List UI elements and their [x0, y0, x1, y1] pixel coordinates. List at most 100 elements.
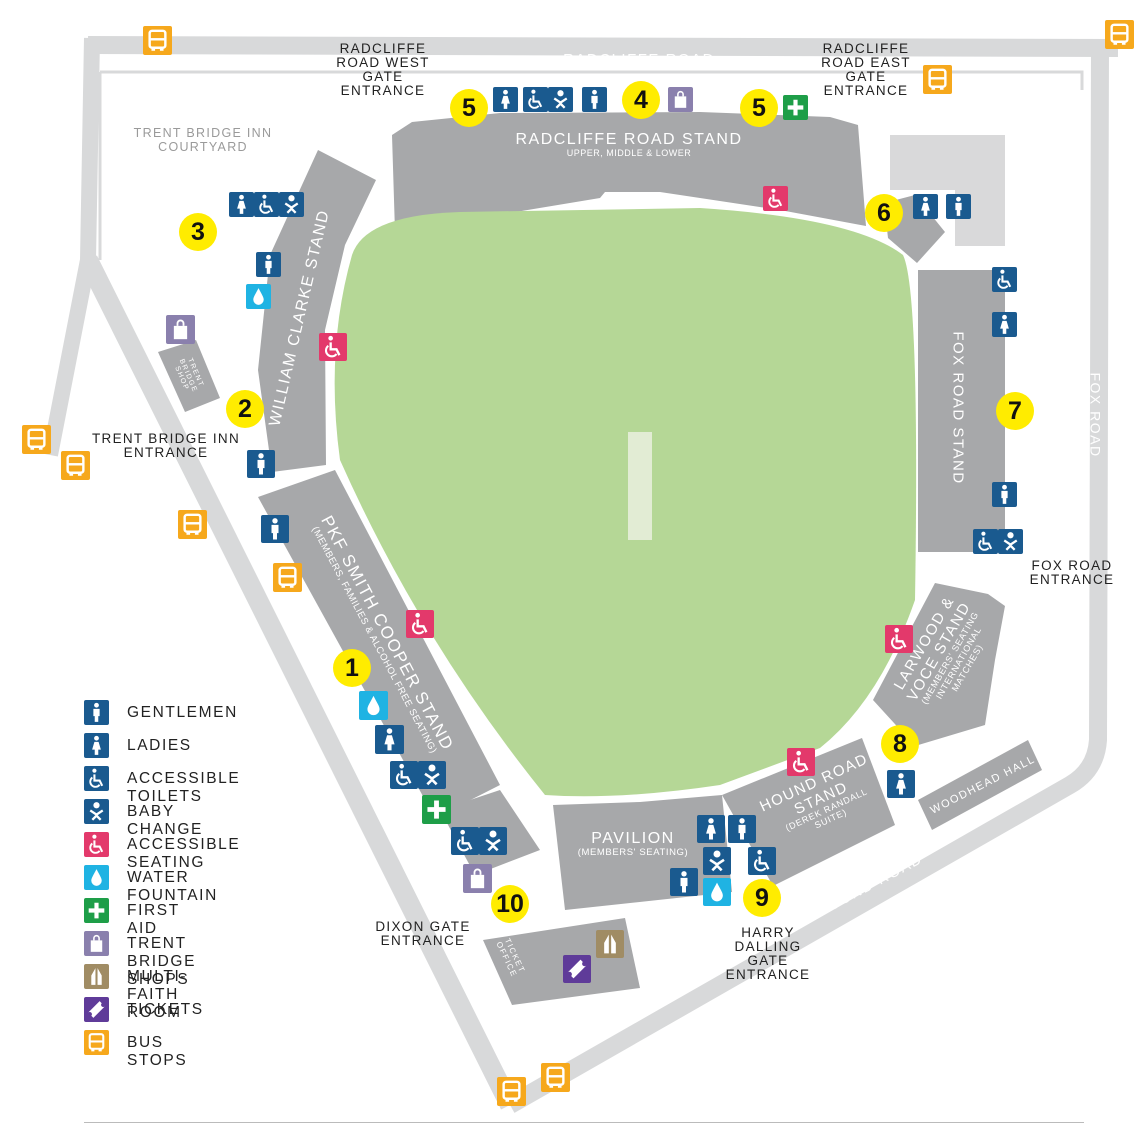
marker-5-west[interactable]: 5 — [450, 89, 488, 127]
man-icon — [84, 700, 109, 725]
fox-road — [505, 47, 1109, 1113]
bus-stop-icon[interactable] — [178, 510, 207, 539]
bus-stop-icon[interactable] — [923, 65, 952, 94]
ladies-icon[interactable] — [229, 192, 254, 217]
bus-stop-icon[interactable] — [22, 425, 51, 454]
gentlemen-icon[interactable] — [728, 815, 756, 843]
gentlemen-icon[interactable] — [261, 515, 289, 543]
legend-label: GENTLEMEN — [127, 704, 238, 721]
first-aid-icon[interactable] — [783, 95, 808, 120]
shop-icon[interactable] — [166, 315, 195, 344]
bus-stop-icon[interactable] — [273, 563, 302, 592]
marker-4[interactable]: 4 — [622, 81, 660, 119]
bridgford-road — [79, 255, 519, 1110]
radcliffe-road-label: RADCLIFFE ROAD — [563, 51, 715, 68]
accessible-seating-icon[interactable] — [319, 333, 347, 361]
trent-bridge-shop-shape — [158, 340, 220, 412]
accessible-seating-icon[interactable] — [787, 748, 815, 776]
william-clarke-stand-shape — [258, 150, 376, 472]
woodhead-hall-shape — [918, 740, 1042, 830]
pavilion-label: PAVILION(MEMBERS' SEATING) — [577, 830, 689, 858]
baby-change-icon[interactable] — [548, 87, 573, 112]
gentlemen-icon[interactable] — [992, 482, 1017, 507]
bus-stop-icon[interactable] — [497, 1077, 526, 1106]
gentlemen-icon[interactable] — [582, 87, 607, 112]
ladies-icon[interactable] — [913, 194, 938, 219]
accessible-toilets-icon[interactable] — [451, 827, 479, 855]
ladies-icon[interactable] — [375, 725, 404, 754]
accessible-toilets-icon[interactable] — [992, 267, 1017, 292]
water-fountain-icon[interactable] — [359, 691, 388, 720]
ladies-icon[interactable] — [697, 815, 725, 843]
bus-stop-icon[interactable] — [61, 451, 90, 480]
marker-7[interactable]: 7 — [996, 392, 1034, 430]
bus-stop-icon[interactable] — [541, 1063, 570, 1092]
bus-icon — [84, 1030, 109, 1055]
legend-label: ACCESSIBLE TOILETS — [127, 770, 241, 805]
accessible-seating-icon[interactable] — [763, 186, 788, 211]
tickets-icon[interactable] — [563, 955, 591, 983]
inn-path — [42, 37, 100, 457]
legend-label: LADIES — [127, 737, 192, 754]
legend-label: WATER FOUNTAIN — [127, 869, 218, 904]
seat-icon — [84, 832, 109, 857]
baby-change-icon[interactable] — [703, 847, 731, 875]
radcliffe-east-building — [890, 135, 1005, 246]
radcliffe-road-stand-shape — [392, 112, 866, 232]
legend-label: BUS STOPS — [127, 1034, 188, 1069]
accessible-toilets-icon[interactable] — [523, 87, 548, 112]
marker-3[interactable]: 3 — [179, 213, 217, 251]
water-icon — [84, 865, 109, 890]
marker-8[interactable]: 8 — [881, 725, 919, 763]
marker-5-east[interactable]: 5 — [740, 89, 778, 127]
accessible-seating-icon[interactable] — [406, 610, 434, 638]
legend-label: FIRST AID — [127, 902, 180, 937]
legend-label: TRENT BRIDGE SHOPS — [127, 935, 197, 988]
ladies-icon[interactable] — [992, 312, 1017, 337]
shop-icon — [84, 931, 109, 956]
marker-6[interactable]: 6 — [865, 194, 903, 232]
shop-icon[interactable] — [463, 864, 492, 893]
bus-stop-icon[interactable] — [143, 26, 172, 55]
baby-change-icon[interactable] — [279, 192, 304, 217]
marker-1[interactable]: 1 — [333, 649, 371, 687]
gentlemen-icon[interactable] — [670, 868, 698, 896]
legend-label: TICKETS — [127, 1001, 204, 1018]
bus-stop-icon[interactable] — [1105, 20, 1134, 49]
baby-change-icon[interactable] — [479, 827, 507, 855]
water-fountain-icon[interactable] — [703, 878, 731, 906]
roads — [42, 36, 1119, 1113]
fox-road-stand-label: FOX ROAD STAND — [949, 331, 967, 485]
accessible-toilets-icon[interactable] — [390, 761, 418, 789]
multi-faith-room-icon[interactable] — [596, 930, 624, 958]
marker-9[interactable]: 9 — [743, 879, 781, 917]
gentlemen-icon[interactable] — [946, 194, 971, 219]
ladies-icon[interactable] — [887, 770, 915, 798]
marker-2[interactable]: 2 — [226, 390, 264, 428]
ladies-icon[interactable] — [493, 87, 518, 112]
legend-label: ACCESSIBLE SEATING — [127, 836, 241, 871]
accessible-toilets-icon[interactable] — [748, 847, 776, 875]
pitch — [628, 432, 652, 540]
ticket-icon — [84, 997, 109, 1022]
water-fountain-icon[interactable] — [246, 284, 271, 309]
baby-change-icon[interactable] — [998, 529, 1023, 554]
legend-label: BABY CHANGE — [127, 803, 203, 838]
first-aid-icon[interactable] — [422, 795, 451, 824]
gentlemen-icon[interactable] — [247, 450, 275, 478]
accessible-toilets-icon[interactable] — [254, 192, 279, 217]
legend-label: MULTI-FAITH ROOM — [127, 968, 188, 1021]
accessible-seating-icon[interactable] — [885, 625, 913, 653]
baby-change-icon[interactable] — [418, 761, 446, 789]
gentlemen-icon[interactable] — [256, 252, 281, 277]
accessible-toilets-icon[interactable] — [973, 529, 998, 554]
marker-10[interactable]: 10 — [491, 885, 529, 923]
woman-icon — [84, 733, 109, 758]
shop-icon[interactable] — [668, 87, 693, 112]
